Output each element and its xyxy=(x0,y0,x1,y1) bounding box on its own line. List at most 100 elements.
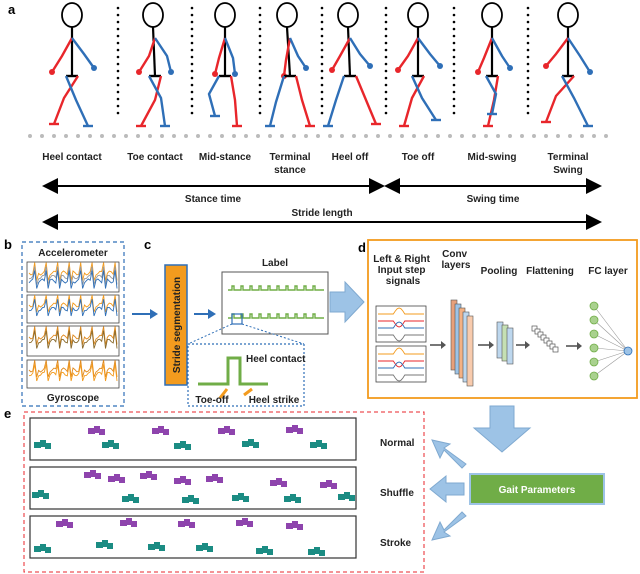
stick-figure xyxy=(136,2,174,128)
stick-figure xyxy=(207,2,242,128)
figure-right-arm xyxy=(397,37,420,71)
figure-right-arm xyxy=(330,37,352,71)
panel-letter-d: d xyxy=(358,240,366,255)
footprint-right xyxy=(178,519,195,528)
fc-node xyxy=(589,315,599,325)
footprint-rows xyxy=(29,417,357,559)
flatten-unit xyxy=(546,340,553,347)
figure-left-leg xyxy=(560,75,590,127)
figure-right-arm xyxy=(476,37,494,73)
conv-label: Conv layers xyxy=(442,249,471,271)
fc-node xyxy=(589,301,599,311)
figure-right-leg xyxy=(354,75,378,125)
figure-head xyxy=(407,2,429,28)
figure-right-leg xyxy=(402,75,426,127)
flattening-label: Flattening xyxy=(526,266,574,277)
figure-head xyxy=(142,2,164,28)
footprint-left xyxy=(242,439,259,448)
footprint-left xyxy=(182,495,199,504)
label-signal-box xyxy=(221,271,329,335)
fc-layer-label: FC layer xyxy=(588,266,628,277)
cnn-box xyxy=(367,239,638,399)
conv-line-2: layers xyxy=(442,260,471,271)
footprint-left xyxy=(308,547,325,556)
figure-left-leg xyxy=(410,75,438,121)
fc-node xyxy=(589,371,599,381)
sensor-signal-plots xyxy=(26,261,120,389)
arrow-d-to-gait xyxy=(472,405,532,453)
input-signal-plot xyxy=(375,345,427,383)
row-label-normal: Normal xyxy=(380,438,415,449)
flatten-unit xyxy=(552,346,559,353)
figure-right-arm xyxy=(50,37,74,73)
figure-head xyxy=(481,2,503,28)
zoom-square-pulse xyxy=(198,356,268,386)
sensor-box xyxy=(21,241,125,407)
figure-left-arm xyxy=(223,37,237,75)
zoom-region xyxy=(231,313,243,325)
footprint-left xyxy=(148,542,165,551)
zoom-box xyxy=(187,343,305,407)
input-line-3: signals xyxy=(386,276,421,287)
stick-figure xyxy=(541,2,593,128)
footprint-row xyxy=(29,417,357,461)
figure-right-leg xyxy=(294,75,312,127)
figure-right-arm xyxy=(282,37,292,77)
stick-figure xyxy=(395,2,443,128)
figure-left-arm xyxy=(490,37,511,69)
figure-right-leg xyxy=(544,75,575,123)
figure-right-leg xyxy=(52,75,80,125)
footprint-left xyxy=(196,543,213,552)
swing-time-label: Swing time xyxy=(467,194,520,205)
footprint-left xyxy=(96,540,113,549)
figure-left-leg xyxy=(64,75,90,127)
footprint-left xyxy=(310,440,327,449)
phase-label: Heel off xyxy=(332,152,369,163)
phase-dividers xyxy=(116,6,530,115)
arrow-c-to-d xyxy=(329,280,365,324)
figure-torso xyxy=(151,26,157,77)
footprint-right xyxy=(286,521,303,530)
footprint-left xyxy=(34,544,51,553)
footprint-right xyxy=(320,480,337,489)
figure-right-leg xyxy=(229,75,239,127)
stride-length-label: Stride length xyxy=(291,208,352,219)
footprint-left xyxy=(32,490,49,499)
panel-letter-c: c xyxy=(144,237,151,252)
conv-line-1: Conv xyxy=(442,249,467,260)
footprint-right xyxy=(174,476,191,485)
panel-letter-e: e xyxy=(4,406,11,421)
figure-left-arm xyxy=(417,37,441,67)
cnn-input-plots xyxy=(375,305,427,383)
stance-time-label: Stance time xyxy=(185,194,242,205)
figure-head xyxy=(276,2,298,28)
figure-head xyxy=(337,2,359,28)
heel-strike-arrow xyxy=(243,387,253,397)
footprint-right xyxy=(270,478,287,487)
input-line-1: Left & Right xyxy=(373,254,430,265)
flatten-unit xyxy=(543,337,550,344)
panel-letter-a: a xyxy=(8,2,16,17)
footprint-right xyxy=(236,518,253,527)
stride-segmentation-box xyxy=(164,264,188,386)
footprint-right xyxy=(140,471,157,480)
fc-node xyxy=(589,343,599,353)
footprint-left xyxy=(34,440,51,449)
row-label-stroke: Stroke xyxy=(380,538,412,549)
figure-left-leg xyxy=(268,75,286,127)
footprint-right xyxy=(218,426,235,435)
footprint-right xyxy=(108,474,125,483)
figure-left-arm xyxy=(288,37,307,69)
figure-left-leg xyxy=(207,75,221,117)
footprint-left xyxy=(256,546,273,555)
input-line-2: Input step xyxy=(378,265,426,276)
figure-head xyxy=(61,2,83,28)
output-node xyxy=(623,346,633,356)
figure-left-arm xyxy=(567,37,592,73)
phase-label: Toe off xyxy=(402,152,435,163)
phase-label: Heel contact xyxy=(42,152,102,163)
gait-parameters-label: Gait Parameters xyxy=(499,485,576,496)
